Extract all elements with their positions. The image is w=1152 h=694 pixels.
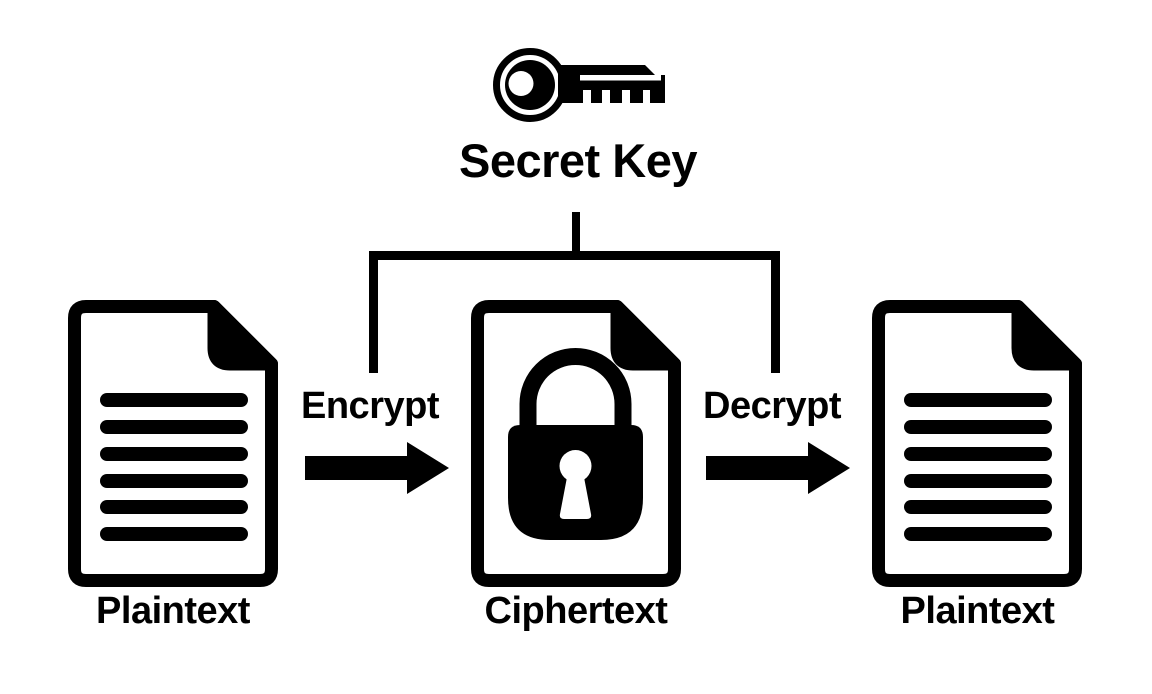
document-icon bbox=[872, 300, 1082, 587]
key-connector-stem bbox=[572, 212, 580, 258]
keyhole bbox=[559, 450, 592, 519]
lock-icon bbox=[508, 348, 643, 540]
decrypt-label: Decrypt bbox=[703, 385, 842, 427]
ciphertext-label: Ciphertext bbox=[484, 590, 668, 632]
decrypt-arrow-icon bbox=[704, 440, 852, 496]
secret-key-label: Secret Key bbox=[459, 134, 698, 187]
key-icon bbox=[490, 44, 670, 130]
key-connector-bar bbox=[369, 251, 780, 260]
key-connector-encrypt-drop bbox=[369, 251, 378, 373]
text-lines bbox=[904, 393, 1052, 541]
document-icon bbox=[68, 300, 278, 587]
text-lines bbox=[100, 393, 248, 541]
locked-document-icon bbox=[471, 300, 681, 587]
plaintext-left-label: Plaintext bbox=[96, 590, 250, 632]
encrypt-arrow-icon bbox=[303, 440, 451, 496]
plaintext-right-label: Plaintext bbox=[900, 590, 1055, 632]
key-connector-decrypt-drop bbox=[771, 251, 780, 373]
encrypt-label: Encrypt bbox=[301, 385, 439, 427]
